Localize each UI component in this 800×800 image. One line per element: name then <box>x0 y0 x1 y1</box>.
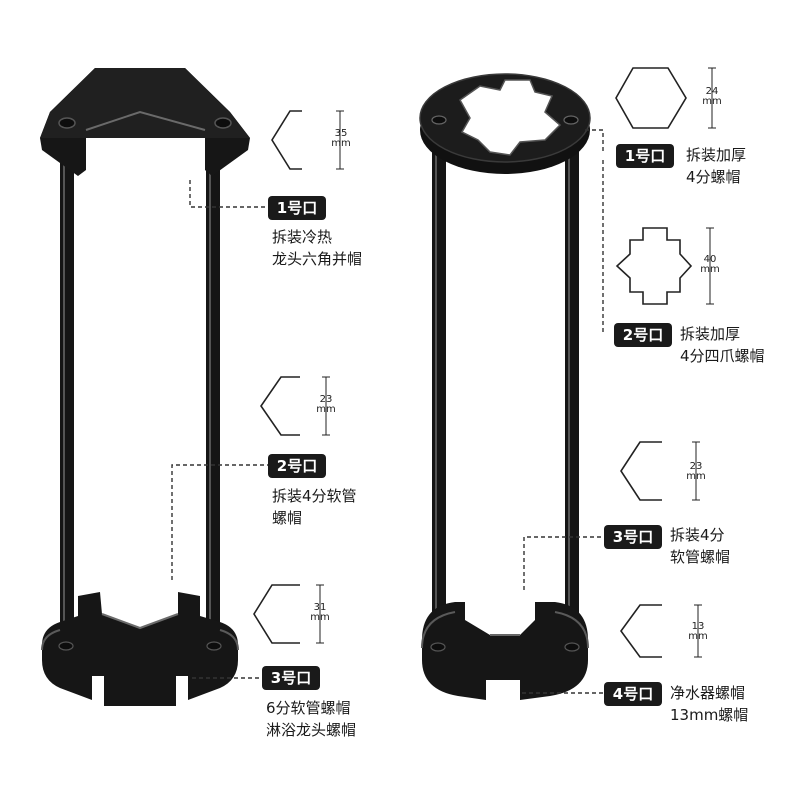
left-port1-unit: mm <box>331 138 351 149</box>
right-port1-desc-line1: 拆装加厚 <box>686 146 747 164</box>
right-port1-desc: 拆装加厚 4分螺帽 <box>686 144 746 188</box>
left-port1-desc: 拆装冷热 龙头六角并帽 <box>272 226 362 270</box>
right-port3-unit: mm <box>686 471 706 482</box>
right-port3-leader <box>523 536 604 590</box>
right-port1-desc-line2: 4分螺帽 <box>686 168 741 186</box>
left-port2-size: 23 <box>319 394 333 405</box>
right-port4-desc-line1: 净水器螺帽 <box>670 684 746 702</box>
left-bottom-head <box>42 592 238 706</box>
right-port1-badge: 1号口 <box>616 144 674 168</box>
right-port1-dimension: 24 mm <box>697 87 727 107</box>
right-port3-size: 23 <box>689 461 703 472</box>
right-port1-size: 24 <box>705 86 719 97</box>
right-rod-right <box>565 140 579 660</box>
left-port3-desc-line1: 6分软管螺帽 <box>266 699 351 717</box>
left-rod-right <box>206 150 220 650</box>
right-claw-40-icon <box>615 227 693 305</box>
right-port3-desc: 拆装4分 软管螺帽 <box>670 524 730 568</box>
right-bottom-disc <box>422 602 588 700</box>
right-port2-size: 40 <box>703 254 717 265</box>
right-wrench-tool <box>419 73 591 700</box>
left-port2-leader <box>171 464 268 580</box>
right-port2-desc-line2: 4分四爪螺帽 <box>680 347 765 365</box>
right-dimension-glyphs <box>615 67 716 658</box>
left-wrench-tool <box>40 68 250 706</box>
right-port3-dimension: 23 mm <box>681 462 711 482</box>
right-rod-left <box>432 140 446 660</box>
left-port1-leader <box>189 180 268 208</box>
right-hex-24-icon <box>615 67 687 129</box>
right-port4-unit: mm <box>688 631 708 642</box>
right-port2-dimension: 40 mm <box>695 255 725 275</box>
left-port3-desc: 6分软管螺帽 淋浴龙头螺帽 <box>266 697 356 741</box>
left-port3-desc-line2: 淋浴龙头螺帽 <box>266 721 357 739</box>
left-port2-desc: 拆装4分软管 螺帽 <box>272 485 357 529</box>
right-port4-desc: 净水器螺帽 13mm螺帽 <box>670 682 748 726</box>
right-port3-desc-line1: 拆装4分 <box>670 526 725 544</box>
left-port1-desc-line1: 拆装冷热 <box>272 228 333 246</box>
right-port2-badge: 2号口 <box>614 323 672 347</box>
right-hex-13-icon <box>620 604 662 658</box>
left-port1-dimension: 35 mm <box>326 129 356 149</box>
right-port4-size: 13 <box>691 621 705 632</box>
left-port2-desc-line1: 拆装4分软管 <box>272 487 357 505</box>
left-rod-left <box>60 150 74 650</box>
left-port1-size: 35 <box>334 128 348 139</box>
right-port4-desc-line2: 13mm螺帽 <box>670 706 749 724</box>
left-port3-size: 31 <box>313 602 327 613</box>
right-hex-23-icon <box>620 441 662 501</box>
left-port2-unit: mm <box>316 404 336 415</box>
left-port2-badge: 2号口 <box>268 454 326 478</box>
right-port4-dimension: 13 mm <box>683 622 713 642</box>
right-port3-badge: 3号口 <box>604 525 662 549</box>
right-port2-desc-line1: 拆装加厚 <box>680 325 741 343</box>
left-port3-dimension: 31 mm <box>305 603 335 623</box>
left-dimension-glyphs <box>253 110 344 644</box>
right-port2-desc: 拆装加厚 4分四爪螺帽 <box>680 323 765 367</box>
right-port2-unit: mm <box>700 264 720 275</box>
right-top-opening <box>459 79 562 156</box>
right-port1-unit: mm <box>702 96 722 107</box>
left-hex-35-icon <box>271 110 302 170</box>
left-hex-31-icon <box>253 584 300 644</box>
left-port3-badge: 3号口 <box>262 666 320 690</box>
right-port3-desc-line2: 软管螺帽 <box>670 548 731 566</box>
left-port2-dimension: 23 mm <box>311 395 341 415</box>
right-port4-badge: 4号口 <box>604 682 662 706</box>
left-port3-unit: mm <box>310 612 330 623</box>
left-port1-badge: 1号口 <box>268 196 326 220</box>
right-port1-leader <box>585 129 604 154</box>
left-port1-desc-line2: 龙头六角并帽 <box>272 250 363 268</box>
left-hex-23-icon <box>260 376 300 436</box>
left-port2-desc-line2: 螺帽 <box>272 509 303 527</box>
